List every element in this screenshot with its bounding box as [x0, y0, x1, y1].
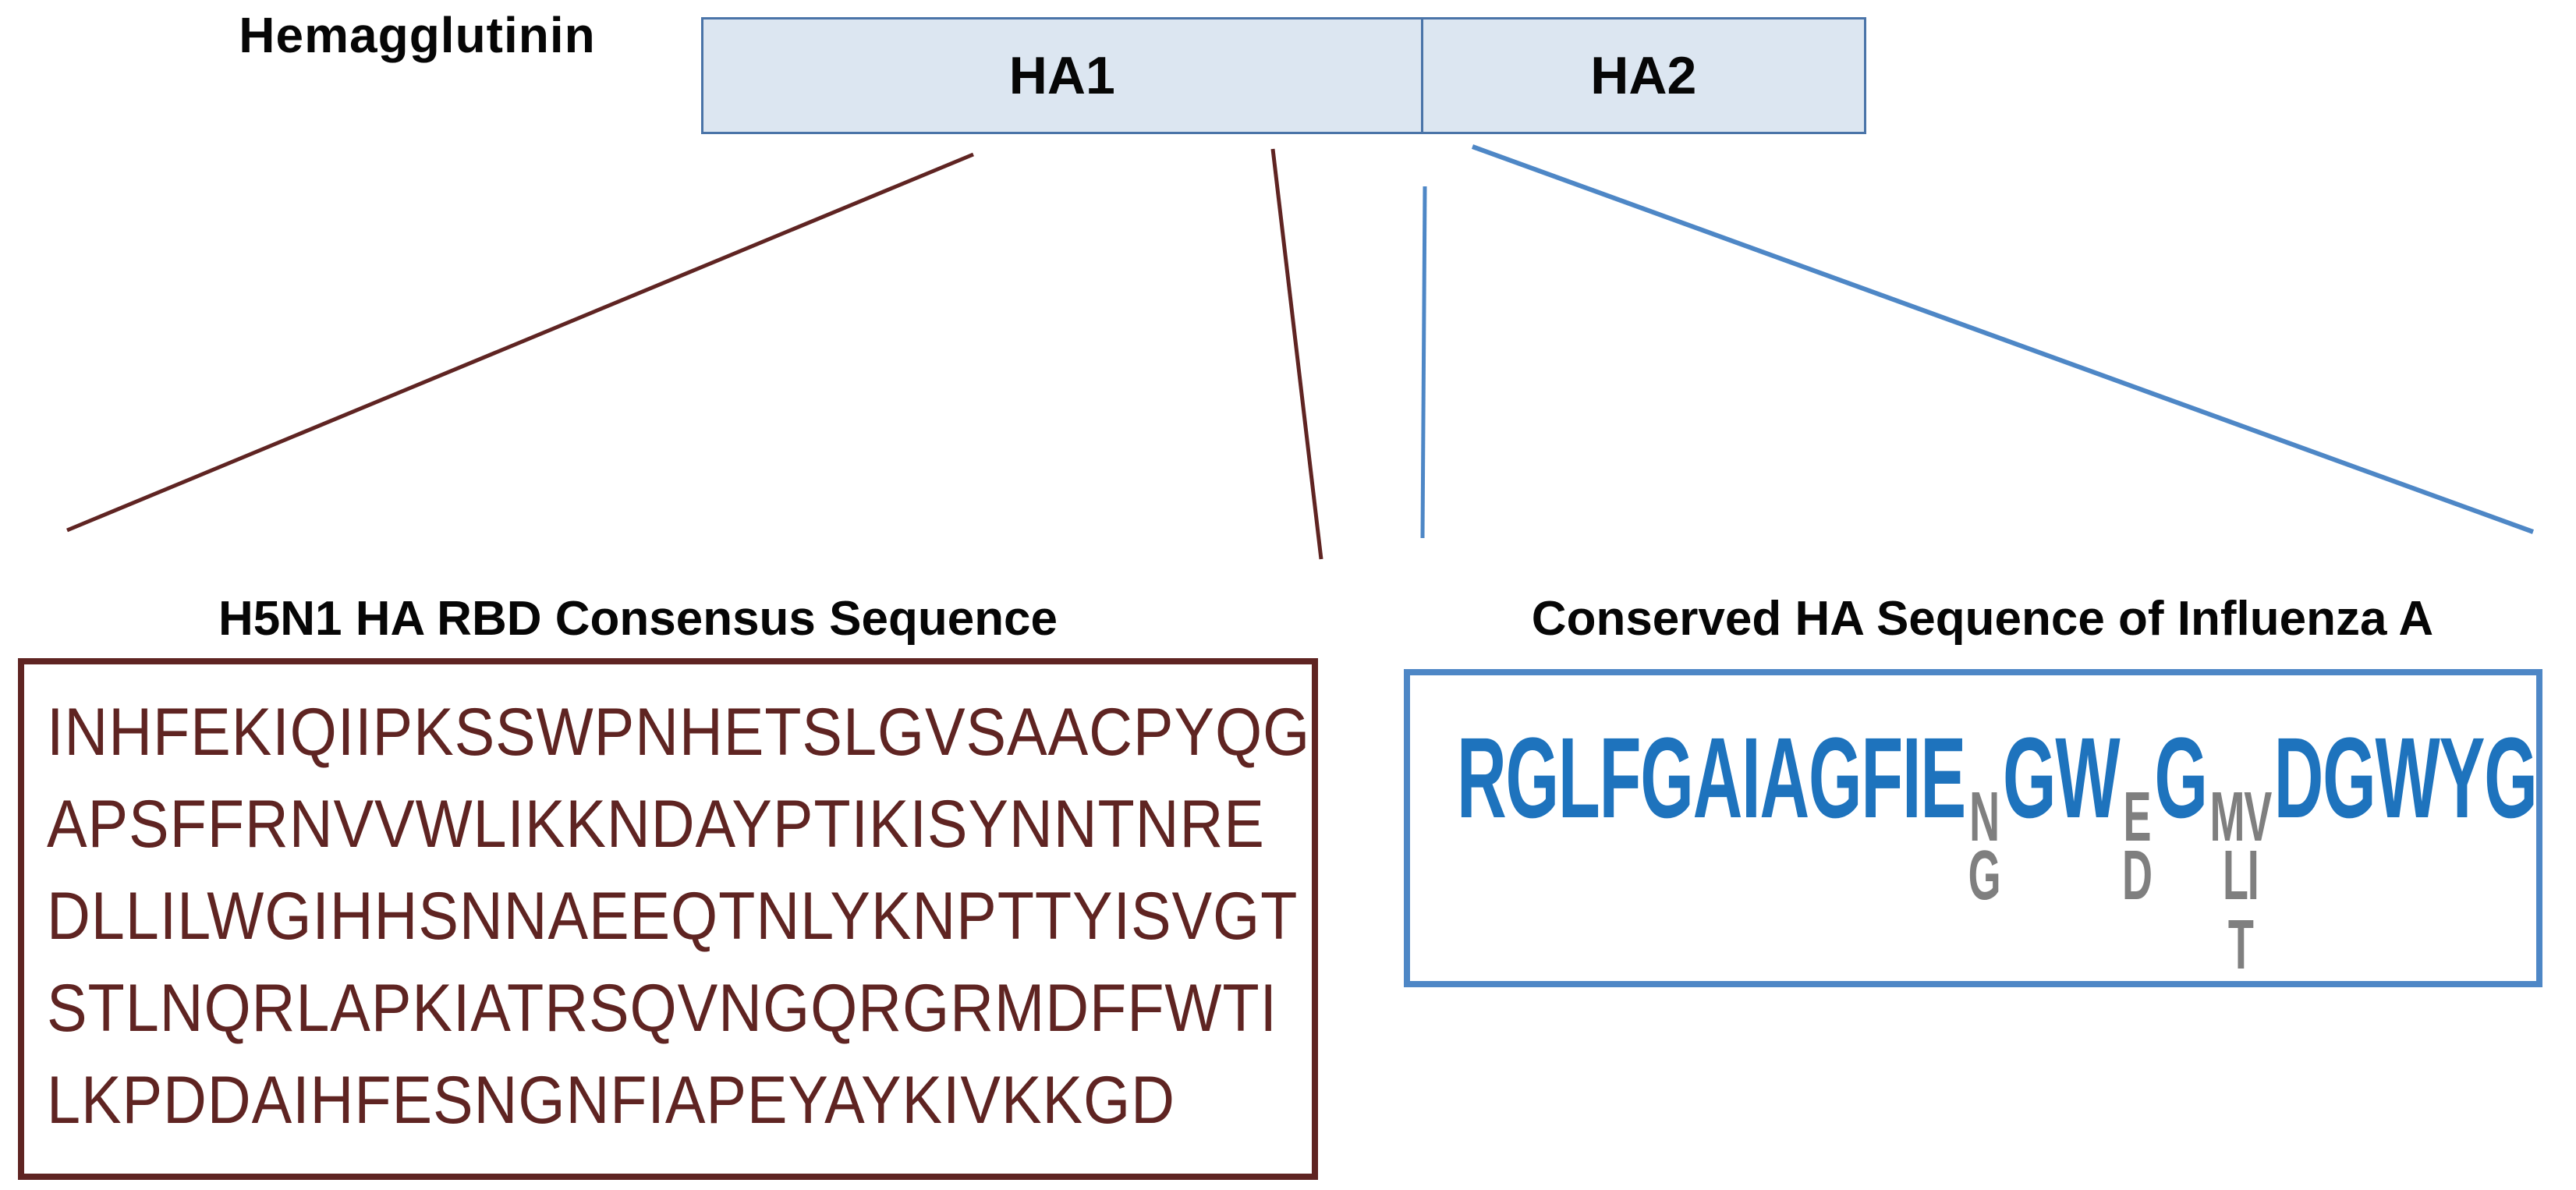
conserved-segment: G: [2154, 714, 2208, 842]
variant-residue: E: [2123, 778, 2152, 856]
sequence-line: APSFFRNVVWLIKKNDAYPTIKISYNNTNRE: [47, 787, 1265, 862]
connector-ha2-short-line: [1420, 186, 1427, 539]
sequence-line: INHFEKIQIIPKSSWPNHETSLGVSAACPYQG: [47, 695, 1311, 770]
variant-stack: N G: [1968, 778, 2001, 915]
variant-stack: MV LI T: [2209, 778, 2272, 984]
variant-residue: N: [1969, 778, 2000, 856]
protein-label: Hemagglutinin: [239, 7, 596, 63]
connector-ha1-right-line: [1270, 148, 1323, 560]
variant-residue: G: [1968, 837, 2001, 915]
domain-ha1: HA1: [1008, 46, 1115, 105]
right-panel-title: Conserved HA Sequence of Influenza A: [1531, 592, 2434, 646]
conserved-sequence-box: [1404, 669, 2542, 987]
connector-ha1-left-line: [66, 152, 974, 533]
consensus-sequence-box: [18, 658, 1318, 1180]
conserved-segment: GW: [2002, 714, 2121, 842]
variant-stack: E D: [2122, 778, 2153, 915]
sequence-line: STLNQRLAPKIATRSQVNGQRGRMDFFWTI: [47, 971, 1277, 1046]
conserved-segment: RGLFGAIAGFIE: [1457, 714, 1966, 842]
left-panel-title: H5N1 HA RBD Consensus Sequence: [218, 592, 1058, 646]
variant-residue: D: [2122, 837, 2153, 915]
domain-bar: HA1 HA2: [701, 17, 1866, 134]
connector-ha2-long-line: [1471, 144, 2535, 534]
consensus-sequence-text: INHFEKIQIIPKSSWPNHETSLGVSAACPYQG APSFFRN…: [47, 686, 1310, 1146]
variant-residue: T: [2227, 906, 2254, 984]
conserved-sequence-logo: RGLFGAIAGFIE N G GW E D G MV LI T DGWYG: [1457, 714, 2538, 984]
domain-ha2: HA2: [1420, 19, 1864, 132]
variant-residue: MV: [2209, 778, 2272, 856]
conserved-segment: DGWYG: [2273, 714, 2538, 842]
sequence-line: DLLILWGIHHSNNAEEQTNLYKNPTTYISVGT: [47, 879, 1299, 954]
sequence-line: LKPDDAIHFESNGNFIAPEYAYKIVKKGD: [47, 1063, 1175, 1138]
variant-residue: LI: [2222, 837, 2259, 915]
